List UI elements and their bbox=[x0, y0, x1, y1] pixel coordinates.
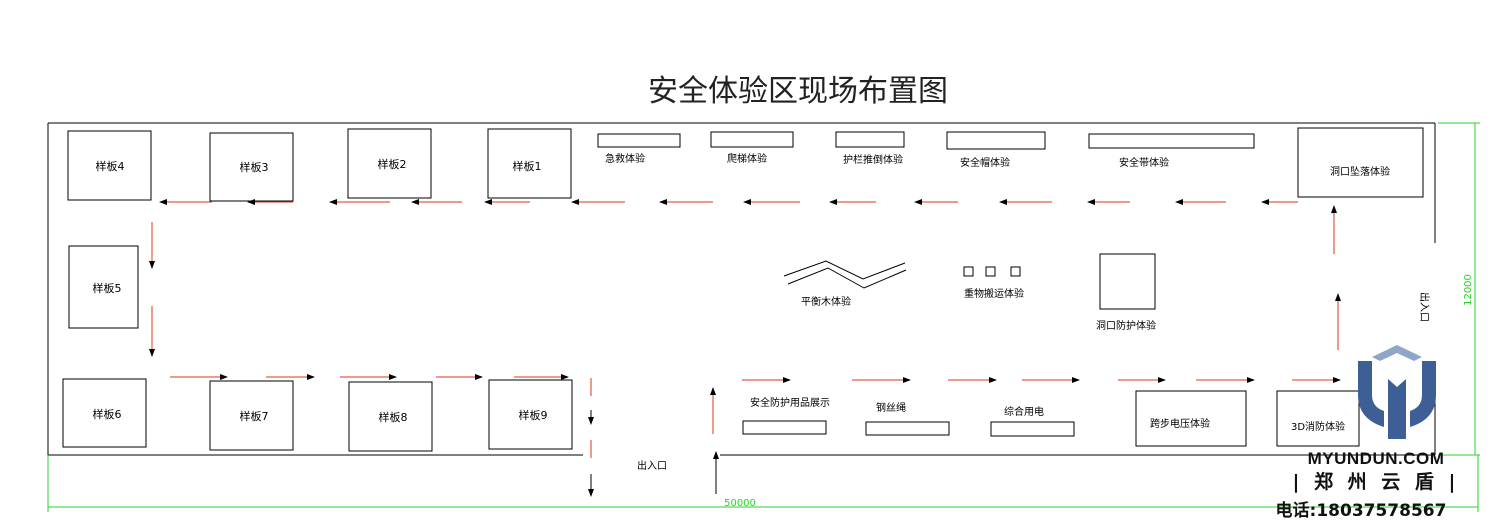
station-balance-beam: 平衡木体验 bbox=[783, 260, 907, 308]
dim-width-label: 50000 bbox=[724, 498, 756, 509]
sample-board-8: 样板8 bbox=[348, 381, 433, 452]
svg-text:重物搬运体验: 重物搬运体验 bbox=[964, 287, 1024, 300]
sample-board-9: 样板9 bbox=[488, 379, 573, 450]
svg-text:护栏推倒体验: 护栏推倒体验 bbox=[843, 153, 903, 166]
station-electric: 综合用电 bbox=[990, 405, 1075, 437]
sample-board-4: 样板4 bbox=[67, 130, 152, 201]
svg-text:综合用电: 综合用电 bbox=[1004, 405, 1044, 418]
station-heavy-lift: 重物搬运体验 bbox=[963, 266, 1024, 300]
brand-block: MYUNDUN.COM | 郑 州 云 盾 | 电话:18037578567 bbox=[1276, 449, 1476, 521]
sample-board-1: 样板1 bbox=[487, 128, 572, 199]
svg-text:洞口坠落体验: 洞口坠落体验 bbox=[1330, 165, 1390, 178]
svg-text:样板6: 样板6 bbox=[93, 407, 122, 421]
svg-text:样板2: 样板2 bbox=[378, 157, 407, 171]
brand-name: | 郑 州 云 盾 | bbox=[1292, 471, 1460, 493]
svg-text:钢丝绳: 钢丝绳 bbox=[876, 401, 906, 414]
brand-logo-icon bbox=[1358, 345, 1436, 439]
sample-board-2: 样板2 bbox=[347, 128, 432, 199]
station-railing-push: 护栏推倒体验 bbox=[835, 131, 905, 166]
svg-text:急救体验: 急救体验 bbox=[605, 152, 645, 165]
dim-height-label: 12000 bbox=[1463, 274, 1474, 306]
svg-text:安全带体验: 安全带体验 bbox=[1119, 156, 1169, 169]
entrance-right-label: 出入口 bbox=[1418, 292, 1431, 322]
station-wire-rope: 钢丝绳 bbox=[865, 401, 950, 436]
station-first-aid: 急救体验 bbox=[597, 133, 681, 165]
svg-text:样板5: 样板5 bbox=[93, 281, 122, 295]
sample-board-5: 样板5 bbox=[68, 245, 139, 329]
entrance-arrows bbox=[588, 378, 719, 497]
station-hole-protection: 洞口防护体验 bbox=[1096, 253, 1156, 332]
svg-text:样板8: 样板8 bbox=[379, 410, 408, 424]
svg-text:样板3: 样板3 bbox=[240, 160, 269, 174]
svg-text:爬梯体验: 爬梯体验 bbox=[727, 152, 767, 165]
station-3d-fire: 3D消防体验 bbox=[1276, 390, 1360, 447]
svg-text:跨步电压体验: 跨步电压体验 bbox=[1150, 417, 1210, 430]
dimension-lines bbox=[47, 122, 1480, 512]
svg-text:洞口防护体验: 洞口防护体验 bbox=[1096, 319, 1156, 332]
sample-board-7: 样板7 bbox=[209, 380, 294, 451]
sample-board-3: 样板3 bbox=[209, 132, 294, 202]
brand-site: MYUNDUN.COM bbox=[1307, 449, 1445, 468]
station-step-voltage: 跨步电压体验 bbox=[1135, 390, 1247, 447]
svg-text:样板9: 样板9 bbox=[519, 408, 548, 422]
page-title: 安全体验区现场布置图 bbox=[648, 74, 948, 109]
svg-text:3D消防体验: 3D消防体验 bbox=[1291, 420, 1345, 433]
entrance-bottom-label: 出入口 bbox=[637, 459, 667, 472]
svg-text:安全防护用品展示: 安全防护用品展示 bbox=[750, 396, 830, 409]
station-hole-fall: 洞口坠落体验 bbox=[1297, 127, 1424, 198]
svg-text:样板1: 样板1 bbox=[513, 159, 542, 173]
visitor-flow-path bbox=[149, 199, 1341, 383]
station-safety-belt: 安全带体验 bbox=[1088, 133, 1255, 169]
svg-text:安全帽体验: 安全帽体验 bbox=[960, 156, 1010, 169]
brand-phone: 电话:18037578567 bbox=[1275, 501, 1447, 521]
sample-board-6: 样板6 bbox=[62, 378, 147, 448]
svg-text:平衡木体验: 平衡木体验 bbox=[801, 295, 851, 308]
station-helmet: 安全帽体验 bbox=[946, 131, 1046, 169]
svg-text:样板4: 样板4 bbox=[96, 159, 125, 173]
station-ladder: 爬梯体验 bbox=[710, 131, 794, 165]
svg-text:样板7: 样板7 bbox=[240, 409, 269, 423]
station-ppe-display: 安全防护用品展示 bbox=[742, 396, 830, 435]
